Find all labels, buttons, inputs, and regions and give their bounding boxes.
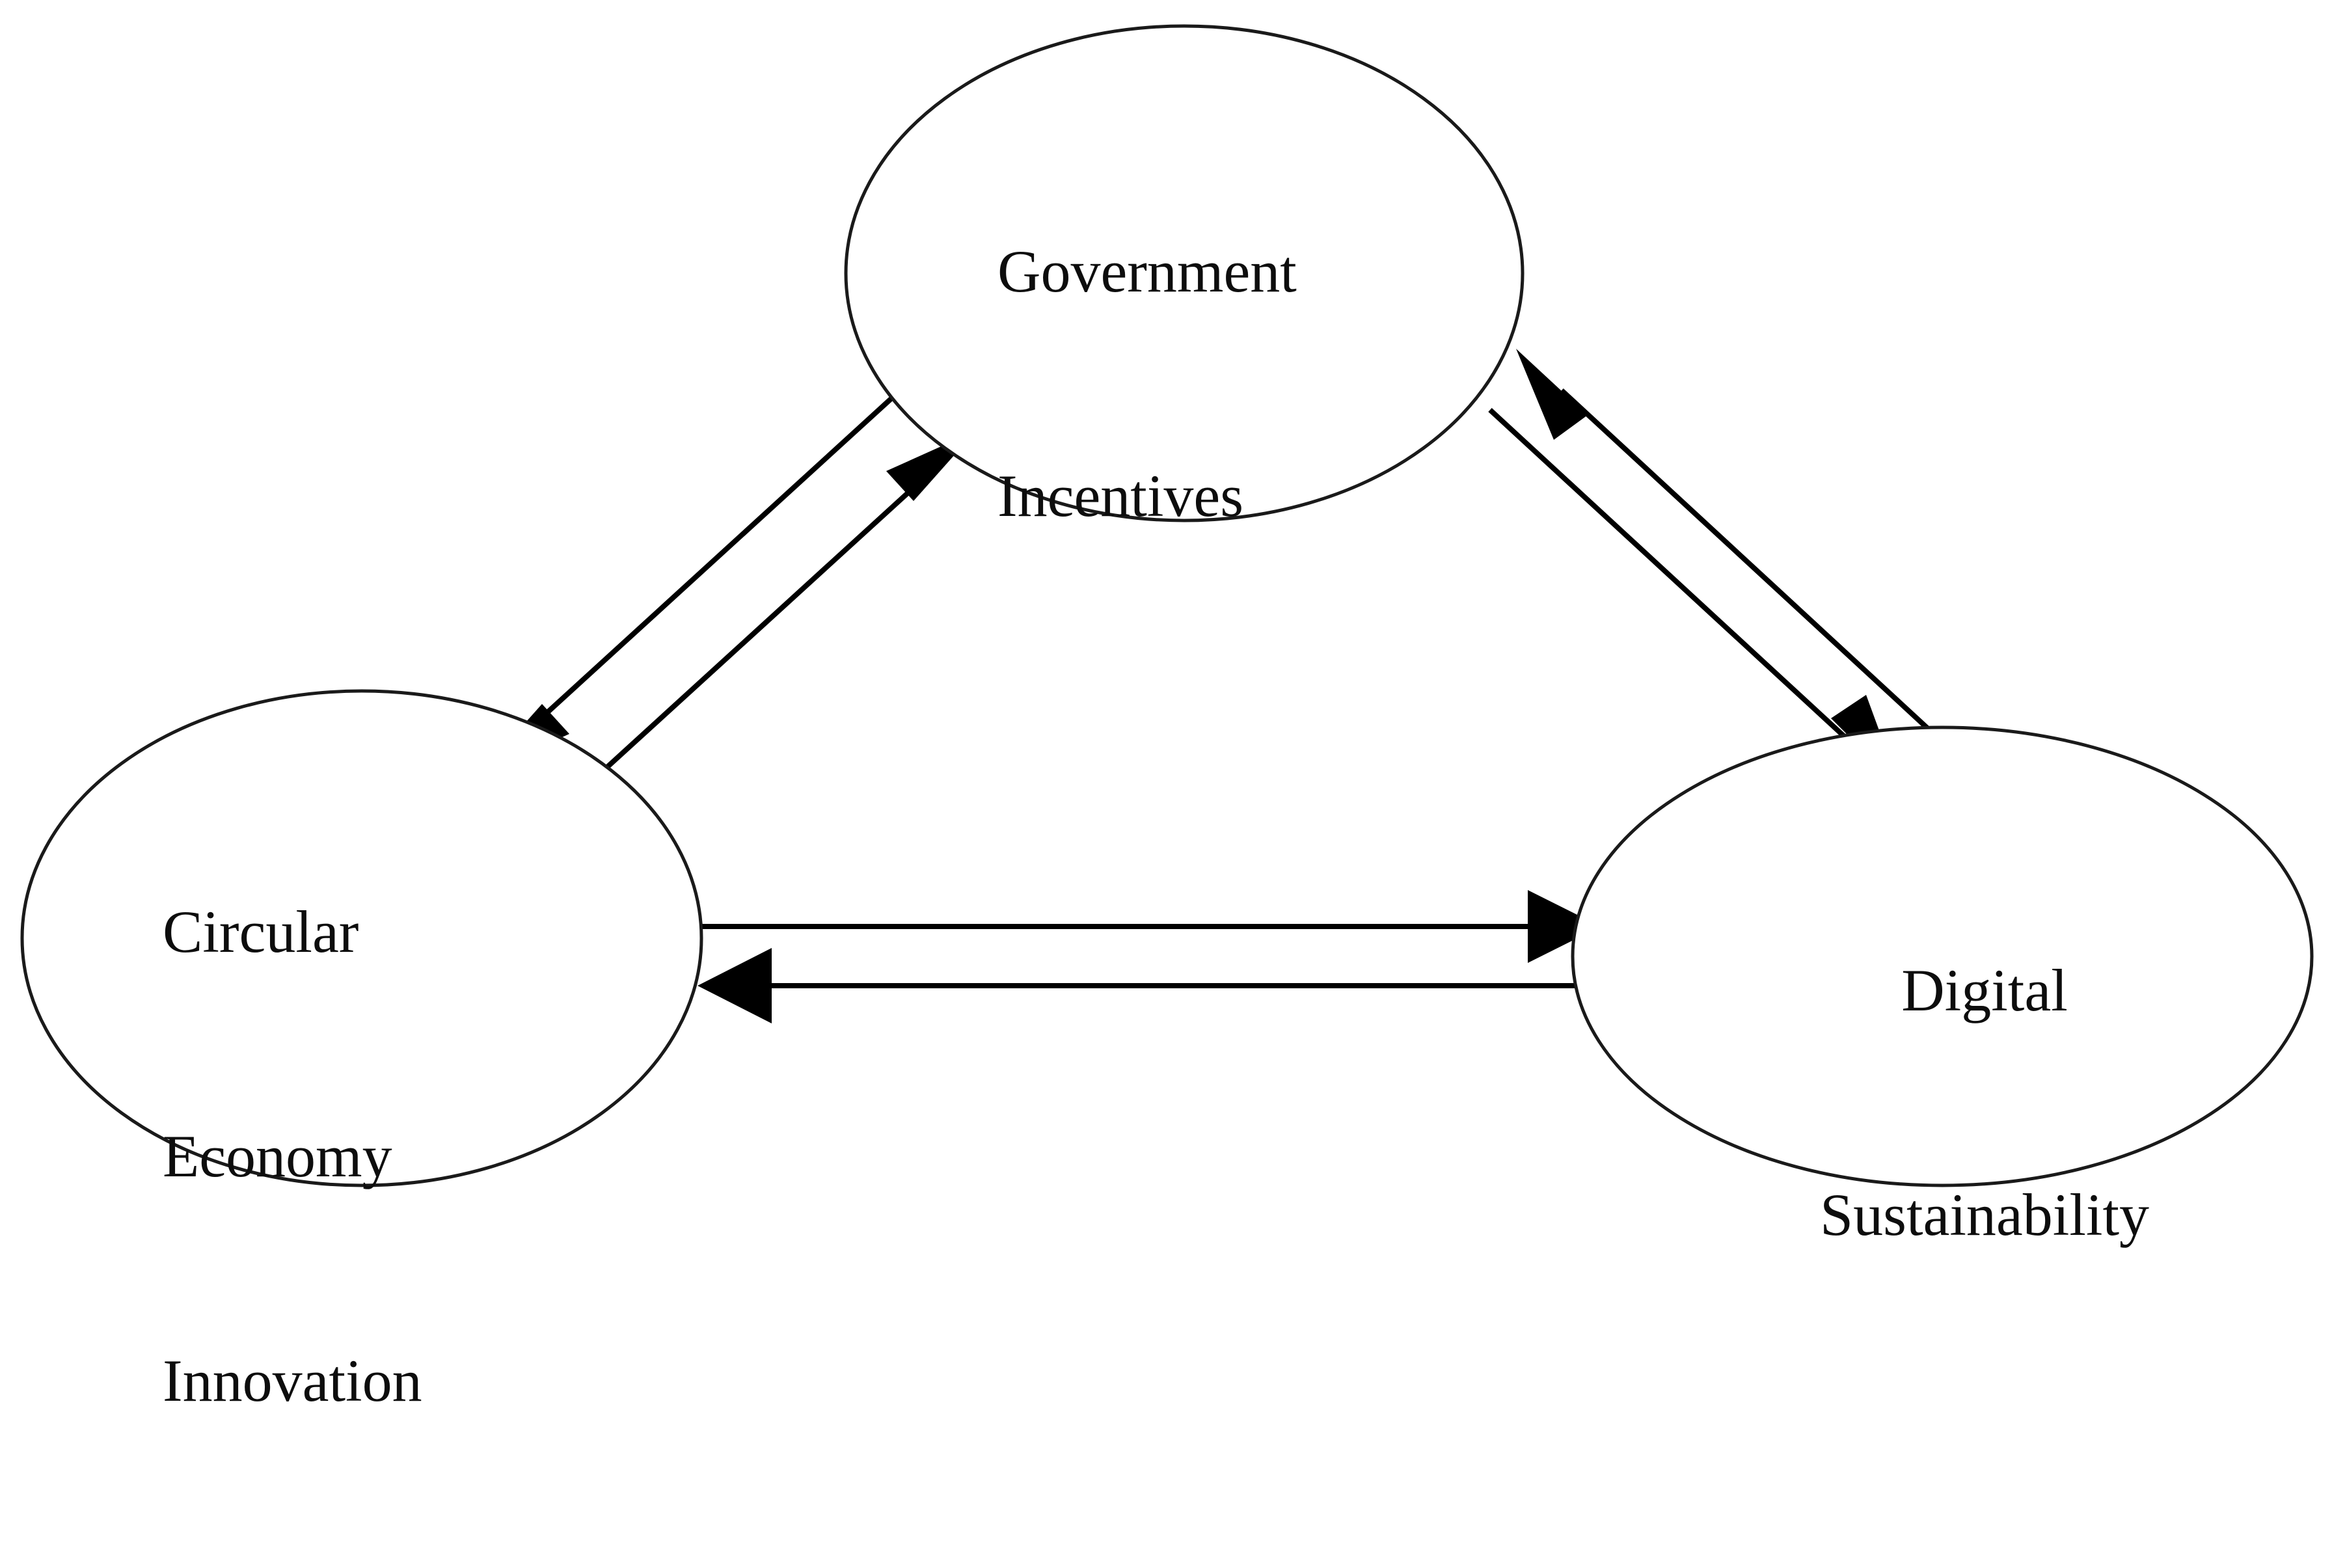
diagram-canvas: Government Incentives Circular Economy I…: [20, 24, 2314, 1414]
edge-circular-to-digital: [699, 890, 1601, 963]
edge-government-to-circular: [478, 392, 898, 776]
node-government-incentives[interactable]: [844, 24, 1525, 522]
node-circular-economy-innovation[interactable]: [20, 689, 703, 1187]
diagram-svg: [20, 24, 2314, 1187]
node-label-line: Innovation: [163, 1347, 422, 1414]
node-digital-sustainability[interactable]: [1571, 725, 2314, 1187]
edge-circular-to-government: [567, 431, 976, 804]
edge-digital-to-circular: [698, 948, 1582, 1023]
edge-government-to-digital: [1488, 408, 1900, 787]
edge-digital-to-government: [1516, 349, 1954, 753]
